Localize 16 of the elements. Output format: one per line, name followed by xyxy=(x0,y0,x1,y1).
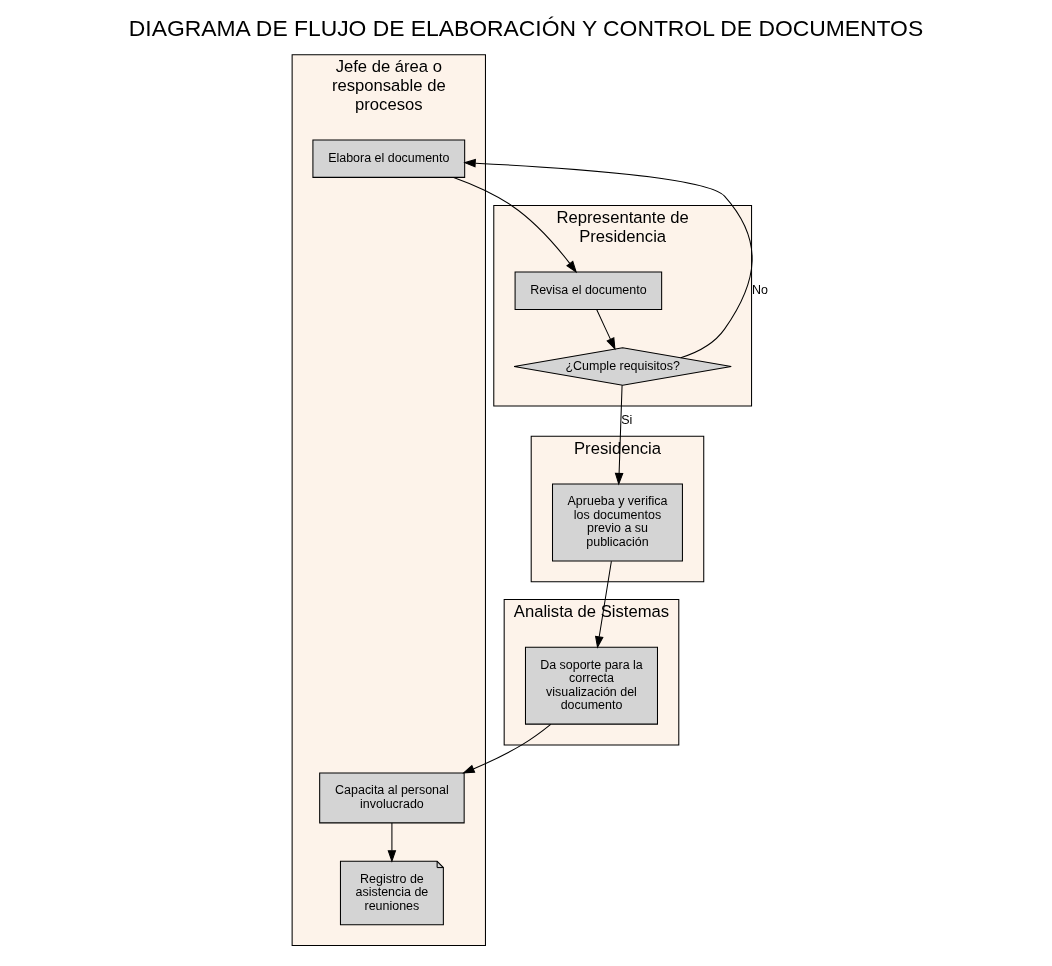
node-box: Aprueba y verifica los documentos previo a su publicación xyxy=(552,483,683,561)
edge-label: No xyxy=(751,282,768,297)
node-box: Revisa el documento xyxy=(514,270,663,310)
arrow xyxy=(387,821,397,863)
arrow xyxy=(614,384,624,485)
node-box: Capacita al personal involucrado xyxy=(319,771,465,823)
diagram-title: DIAGRAMA DE FLUJO DE ELABORACIÓN Y CONTROL DE DOCUMENTOS xyxy=(128,14,924,41)
node-diamond: ¿Cumple requisitos? xyxy=(513,346,732,386)
arrow xyxy=(463,158,753,358)
arrow xyxy=(594,560,612,649)
arrow xyxy=(453,176,578,273)
node-box: Elabora el documento xyxy=(312,138,466,178)
arrow xyxy=(462,723,552,773)
arrow xyxy=(596,308,616,350)
node-box: Da soporte para la correcta visualización del documento xyxy=(524,646,658,725)
edge-label: Si xyxy=(621,412,633,427)
